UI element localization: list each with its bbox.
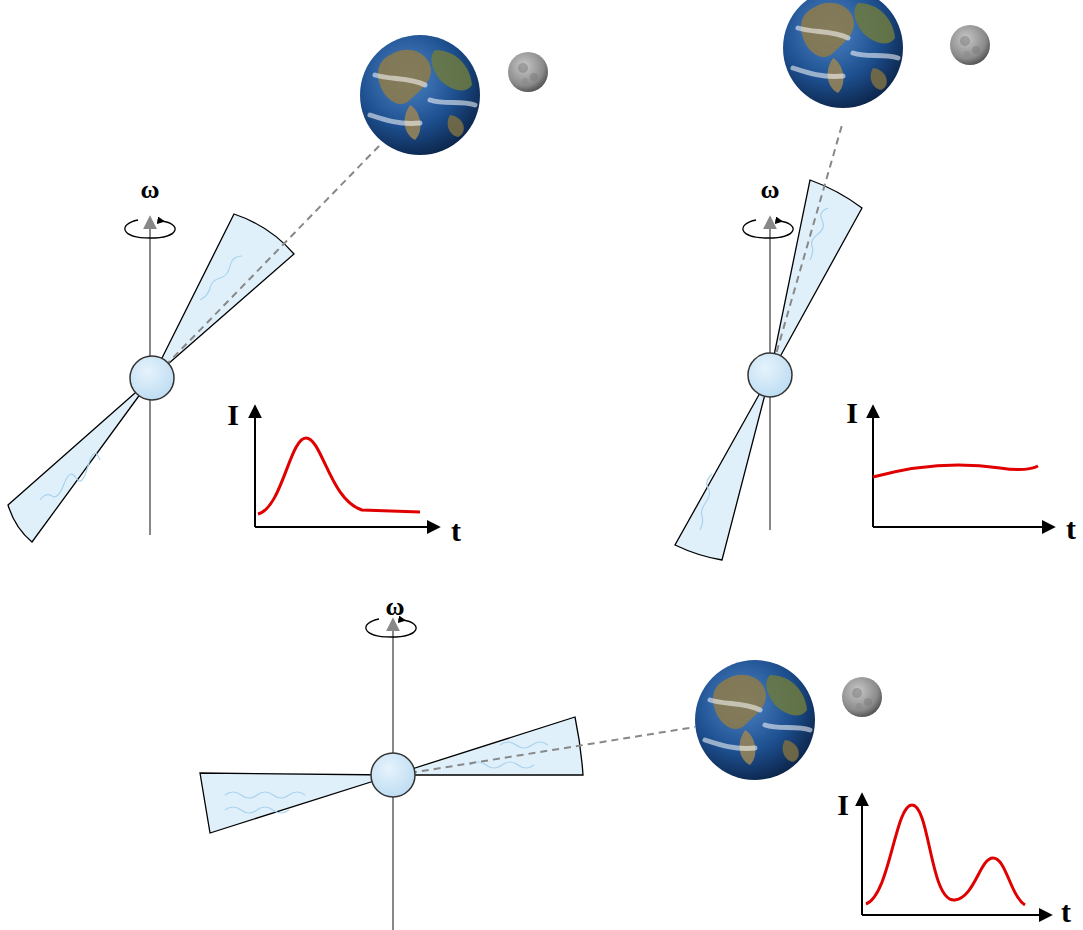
- axis-label: t: [1066, 514, 1076, 544]
- rotation-symbol: ω: [385, 594, 404, 620]
- axis-label: I: [846, 398, 858, 428]
- axis-label: t: [451, 516, 461, 546]
- rotation-symbol: ω: [760, 177, 779, 203]
- axis-label: I: [227, 400, 239, 430]
- axis-label: t: [1061, 897, 1071, 927]
- rotation-symbol: ω: [140, 177, 159, 203]
- axis-label: I: [837, 790, 849, 820]
